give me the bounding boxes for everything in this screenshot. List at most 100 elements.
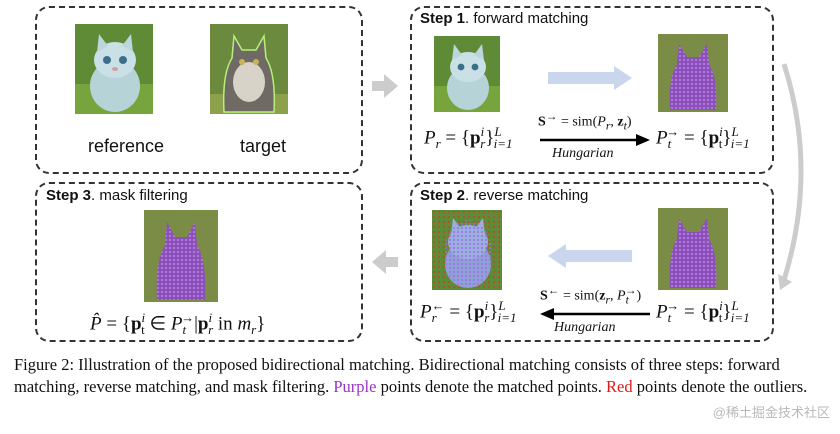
caption-part3: points denote the outliers. <box>632 377 808 396</box>
step2-left-lower: i=1 <box>497 310 517 326</box>
step2-reverse-arrow <box>548 244 632 268</box>
step1-right-P: P <box>656 127 668 149</box>
step2-operator-label: S← = sim(zr, Pt→) <box>540 284 642 307</box>
step2-op-z: z <box>599 288 606 304</box>
step2-op-rest: = sim( <box>559 288 600 304</box>
step3-formula-p2sup: i <box>208 310 213 325</box>
step3-formula-bar: | <box>194 313 198 335</box>
step2-left-upper: L <box>498 298 506 313</box>
target-label: target <box>239 136 287 156</box>
step2-left-formula: Pr← = {pir}Li=1 <box>420 298 517 326</box>
step2-title-bold: Step 2 <box>420 187 466 204</box>
panel-reference-target <box>35 6 363 174</box>
step2-op-arrow: ← <box>547 284 560 297</box>
watermark: @稀土掘金技术社区 <box>712 405 830 420</box>
caption-red-word: Red <box>606 377 633 396</box>
step2-target-matched-image <box>658 208 728 290</box>
step2-op-S: S <box>540 288 548 304</box>
panel-step3 <box>35 182 363 342</box>
step1-right-sup: → <box>666 124 680 139</box>
step1-op-zsub: t <box>623 119 627 133</box>
step2-right-sub: t <box>667 310 672 326</box>
step2-left-sup: ← <box>431 298 445 313</box>
step2-right-upper: L <box>731 298 739 313</box>
step1-op-P: P <box>597 114 606 130</box>
step3-formula-lhs: P̂ <box>90 313 102 335</box>
caption-part1: Figure 2: Illustration of the proposed b… <box>14 355 780 396</box>
step1-right-sub: t <box>667 136 672 152</box>
step1-right-formula: Pt→ = {pit}Li=1 <box>656 124 750 152</box>
step2-right-lower: i=1 <box>730 310 750 326</box>
step1-hungarian-label: Hungarian <box>552 146 614 161</box>
step2-left-bold: p <box>474 301 485 323</box>
step2-title: Step 2. reverse matching <box>420 187 588 204</box>
step2-title-rest: . reverse matching <box>465 187 589 204</box>
step2-right-inner-sup: i <box>719 298 723 313</box>
step3-formula-eq: = { <box>101 313 131 335</box>
step1-left-lower: i=1 <box>493 136 513 152</box>
step1-operator-label: S→ = sim(Pr, zt) <box>538 110 632 133</box>
step2-op-zsub: r <box>605 293 611 307</box>
step1-right-bold: p <box>708 127 720 149</box>
step1-op-close: ) <box>626 114 632 130</box>
caption-part2: points denote the matched points. <box>376 377 607 396</box>
step2-left-sub: r <box>431 310 437 326</box>
step2-op-P: P <box>617 288 626 304</box>
flow-arrow-left <box>372 250 398 274</box>
step3-title: Step 3. mask filtering <box>46 187 188 204</box>
reference-label: reference <box>87 136 165 156</box>
step1-target-matched-image <box>658 34 728 112</box>
step3-title-bold: Step 3 <box>46 187 92 204</box>
step3-formula-m: m <box>237 313 252 335</box>
step2-left-inner-sub: r <box>484 310 490 326</box>
step1-op-arrow: → <box>545 110 558 123</box>
step1-op-rest: = sim( <box>557 114 598 130</box>
step1-title: Step 1. forward matching <box>420 10 588 27</box>
step3-title-rest: . mask filtering <box>91 187 188 204</box>
step1-right-lower: i=1 <box>730 136 750 152</box>
step3-formula-p2sub: r <box>208 322 214 338</box>
step1-left-bold: p <box>470 127 481 149</box>
step1-black-arrow <box>540 134 650 146</box>
step3-formula-sub: t <box>141 322 145 338</box>
step1-op-S: S <box>538 114 546 130</box>
step2-hungarian-label: Hungarian <box>554 320 616 335</box>
step2-left-P: P <box>420 301 432 323</box>
step2-black-arrow <box>540 308 650 320</box>
step1-right-inner-sub: t <box>718 136 723 152</box>
step2-op-Psup: → <box>624 284 637 297</box>
step3-formula-P: P <box>170 313 183 335</box>
step3-formula-in2: in <box>213 313 238 335</box>
step1-right-upper: L <box>731 124 739 139</box>
step2-op-close: ) <box>636 288 642 304</box>
figure-caption: Figure 2: Illustration of the proposed b… <box>14 354 832 398</box>
step1-left-P: P <box>424 127 436 149</box>
step3-formula-close: } <box>256 313 266 335</box>
step1-op-Psub: r <box>605 119 611 133</box>
step3-formula-in: ∈ <box>144 313 171 335</box>
step2-right-bold: p <box>708 301 720 323</box>
target-cat-image <box>210 24 288 114</box>
step1-left-formula: Pr = {pir}Li=1 <box>424 124 513 152</box>
step1-forward-arrow <box>548 66 632 90</box>
reference-kitten-image <box>75 24 153 114</box>
step1-title-bold: Step 1 <box>420 10 466 27</box>
panel-step1 <box>410 6 774 174</box>
curved-flow-arrow <box>778 63 804 290</box>
step2-reference-matched-image <box>432 210 502 290</box>
step3-formula-Psup: → <box>181 310 195 325</box>
step1-left-upper: L <box>494 124 502 139</box>
flow-arrow-right <box>372 74 398 98</box>
step2-left-inner-sup: i <box>484 298 489 313</box>
step3-formula: P̂ = {pit ∈ Pt→|pir in mr} <box>90 310 265 338</box>
step3-formula-Psub: t <box>182 322 187 338</box>
step2-op-Psub: t <box>625 293 629 307</box>
step1-left-sub: r <box>435 136 441 152</box>
step3-formula-msub: r <box>251 322 257 338</box>
step3-formula-sup: i <box>141 310 146 325</box>
step1-left-inner-sub: r <box>480 136 486 152</box>
step3-filtered-image <box>144 210 218 302</box>
step3-formula-p: p <box>130 313 142 335</box>
step1-title-rest: . forward matching <box>465 10 589 27</box>
panel-step2 <box>410 182 774 342</box>
